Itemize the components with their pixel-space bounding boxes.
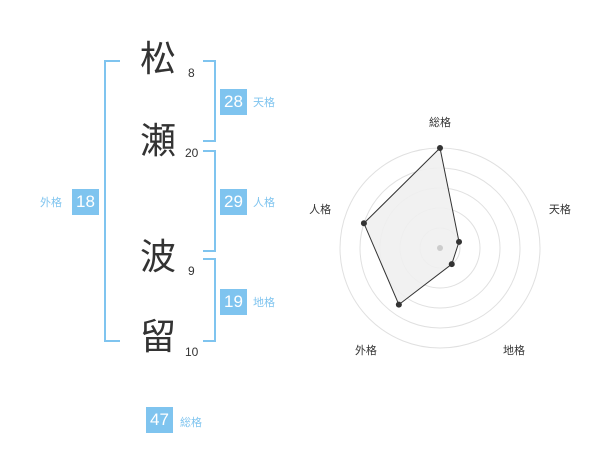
- radar-point-4: [395, 301, 402, 308]
- radar-point-1: [437, 145, 443, 151]
- radar-axis-label-1: 総格: [429, 115, 451, 129]
- gaikaku-label: 外格: [40, 196, 62, 209]
- chikaku-value: 19: [220, 289, 247, 315]
- stroke-count-3: 9: [188, 264, 195, 278]
- radar-center-point: [437, 245, 443, 251]
- tenkaku-label: 天格: [253, 96, 275, 109]
- jinkaku-value: 29: [220, 189, 247, 215]
- kanji-2: 瀬: [140, 121, 177, 162]
- radar-area: [363, 146, 460, 306]
- stroke-count-4: 10: [185, 345, 199, 359]
- chikaku-label: 地格: [253, 296, 275, 309]
- kanji-1: 松: [140, 39, 177, 80]
- radar-point-2: [456, 238, 463, 245]
- stroke-count-2: 20: [185, 146, 199, 160]
- radar-axis-label-3: 地格: [503, 343, 525, 357]
- tenkaku-value: 28: [220, 89, 247, 115]
- jinkaku-label: 人格: [253, 196, 275, 209]
- gaikaku-bracket: [104, 60, 120, 342]
- radar-point-5: [360, 220, 367, 227]
- jinkaku-bracket: [203, 150, 216, 252]
- tenkaku-bracket: [203, 60, 216, 142]
- radar-axis-label-4: 外格: [355, 343, 377, 357]
- kanji-3: 波: [140, 237, 177, 278]
- chikaku-bracket: [203, 258, 216, 342]
- gaikaku-value: 18: [72, 189, 99, 215]
- soukaku-value: 47: [146, 407, 173, 433]
- radar-axis-label-2: 天格: [549, 202, 571, 216]
- soukaku-label: 総格: [180, 416, 202, 429]
- radar-axis-label-5: 人格: [309, 202, 331, 216]
- stroke-count-1: 8: [188, 66, 195, 80]
- kanji-4: 留: [140, 317, 177, 358]
- radar-point-3: [448, 261, 455, 268]
